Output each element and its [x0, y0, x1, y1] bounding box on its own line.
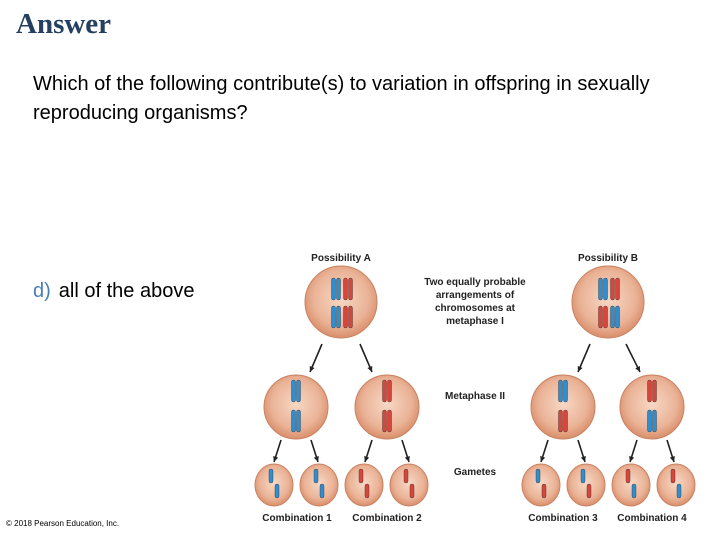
combination-1-label: Combination 1	[262, 513, 332, 524]
arrangement-note-line-3: chromosomes at	[435, 303, 516, 314]
metaphase-ii-cell-1-top-chromosome-right	[296, 379, 301, 403]
arrangement-note-line-2: arrangements of	[436, 290, 515, 301]
gamete-4	[389, 463, 429, 507]
answer-line: d) all of the above	[33, 280, 194, 303]
metaphase-ii-cell-4-bottom-chromosome-left	[647, 409, 652, 433]
cell-b-top-red-right	[615, 277, 620, 301]
arrow-gamete-8-head	[669, 456, 675, 462]
metaphase-ii-cell-4-bottom-chromosome-right	[652, 409, 657, 433]
arrangement-note-line-4: metaphase I	[446, 316, 504, 327]
slide-title: Answer	[16, 8, 112, 40]
metaphase-ii-cell-2-top-chromosome-left	[382, 379, 387, 403]
gamete-6	[566, 463, 606, 507]
arrow-b-right-head	[635, 366, 640, 372]
arrow-gamete-6-head	[580, 456, 586, 462]
cell-a-top-blue-right	[336, 277, 341, 301]
gamete-1	[254, 463, 294, 507]
combination-4-label: Combination 4	[617, 513, 687, 524]
answer-letter: d)	[33, 280, 51, 302]
gamete-2-chromosome-top	[313, 468, 319, 484]
metaphase-ii-cell-1	[263, 374, 329, 440]
combination-2-label: Combination 2	[352, 513, 422, 524]
metaphase-ii-cell-3-bottom-chromosome-left	[558, 409, 563, 433]
gamete-1-chromosome-top	[268, 468, 274, 484]
gamete-2	[299, 463, 339, 507]
gamete-5-chromosome-bottom	[541, 483, 547, 499]
copyright-notice: © 2018 Pearson Education, Inc.	[6, 519, 120, 528]
answer-text: all of the above	[58, 280, 195, 302]
cell-a-top-red-left	[343, 277, 348, 301]
arrow-gamete-7-head	[629, 456, 635, 462]
metaphase-ii-cell-1-top-chromosome-left	[291, 379, 296, 403]
metaphase-ii-cell-4	[619, 374, 685, 440]
cell-a-bottom-red-right	[348, 305, 353, 329]
gamete-4-chromosome-top	[403, 468, 409, 484]
cell-a-bottom-blue-left	[331, 305, 336, 329]
arrow-gamete-4-head	[404, 456, 410, 462]
metaphase-ii-cell-3	[530, 374, 596, 440]
gamete-8	[656, 463, 696, 507]
gametes-label: Gametes	[454, 467, 497, 478]
metaphase-ii-cell-3-bottom-chromosome-right	[563, 409, 568, 433]
metaphase-i-cell-a	[304, 265, 378, 339]
metaphase-ii-label: Metaphase II	[445, 391, 505, 402]
metaphase-ii-cell-2-top-chromosome-right	[387, 379, 392, 403]
gamete-3-chromosome-top	[358, 468, 364, 484]
arrow-gamete-1-head	[273, 456, 279, 462]
combination-3-label: Combination 3	[528, 513, 598, 524]
possibility-a-label: Possibility A	[311, 253, 371, 264]
metaphase-ii-cell-1-bottom-chromosome-right	[296, 409, 301, 433]
gamete-7-chromosome-top	[625, 468, 631, 484]
cell-b-bottom-red-left	[598, 305, 603, 329]
cell-b-top-blue-right	[603, 277, 608, 301]
cell-a-top-red-right	[348, 277, 353, 301]
gamete-8-chromosome-bottom	[676, 483, 682, 499]
arrow-gamete-5-head	[540, 456, 546, 462]
cell-b-bottom-blue-right	[615, 305, 620, 329]
cell-b-top-blue-left	[598, 277, 603, 301]
metaphase-ii-cell-4-top-chromosome-left	[647, 379, 652, 403]
gamete-5	[521, 463, 561, 507]
metaphase-ii-cell-2-bottom-chromosome-left	[382, 409, 387, 433]
gamete-6-chromosome-bottom	[586, 483, 592, 499]
cell-a-top-blue-left	[331, 277, 336, 301]
cell-b-top-red-left	[610, 277, 615, 301]
gamete-2-chromosome-bottom	[319, 483, 325, 499]
cell-a-bottom-blue-right	[336, 305, 341, 329]
gamete-3-chromosome-bottom	[364, 483, 370, 499]
possibility-b-label: Possibility B	[578, 253, 638, 264]
metaphase-ii-cell-2	[354, 374, 420, 440]
arrow-a-right-head	[367, 366, 373, 372]
question-text: Which of the following contribute(s) to …	[33, 73, 650, 124]
gamete-8-chromosome-top	[670, 468, 676, 484]
cell-a-bottom-red-left	[343, 305, 348, 329]
arrow-gamete-2-head	[313, 456, 319, 462]
gamete-7-chromosome-bottom	[631, 483, 637, 499]
metaphase-ii-cell-2-bottom-chromosome-right	[387, 409, 392, 433]
arrangement-note-line-1: Two equally probable	[424, 277, 526, 288]
gamete-4-chromosome-bottom	[409, 483, 415, 499]
cell-b-bottom-blue-left	[610, 305, 615, 329]
gamete-3	[344, 463, 384, 507]
gamete-1-chromosome-bottom	[274, 483, 280, 499]
gamete-6-chromosome-top	[580, 468, 586, 484]
arrow-b-left-head	[577, 366, 583, 372]
metaphase-ii-cell-3-top-chromosome-right	[563, 379, 568, 403]
arrow-gamete-3-head	[364, 456, 370, 462]
gamete-5-chromosome-top	[535, 468, 541, 484]
meiosis-diagram: Possibility A Possibility B Two equally …	[254, 253, 696, 524]
metaphase-ii-cell-4-top-chromosome-right	[652, 379, 657, 403]
metaphase-ii-cell-1-bottom-chromosome-left	[291, 409, 296, 433]
gamete-7	[611, 463, 651, 507]
cell-b-bottom-red-right	[603, 305, 608, 329]
arrow-a-left-head	[309, 366, 315, 372]
metaphase-i-cell-b	[571, 265, 645, 339]
metaphase-ii-cell-3-top-chromosome-left	[558, 379, 563, 403]
